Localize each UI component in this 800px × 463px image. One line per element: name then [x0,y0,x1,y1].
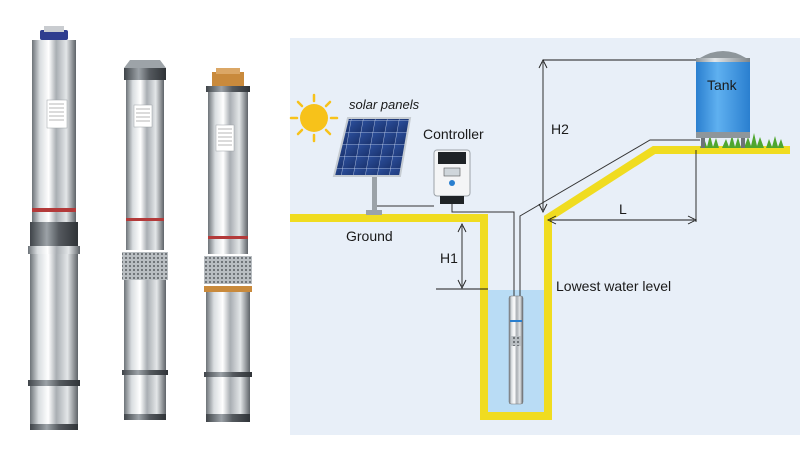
sun-icon [289,93,339,143]
pump-photo-3 [204,68,252,422]
l-label: L [619,201,627,217]
pump-photo-2 [122,60,168,420]
wiring [377,139,700,298]
well-pump [508,295,524,405]
ground-label: Ground [346,228,393,244]
solar-panel: solar panels [332,97,420,215]
product-photos [28,26,252,430]
installation-diagram: Tank solar panels Controlle [289,38,800,435]
controller-label: Controller [423,126,484,142]
h1-label: H1 [440,250,458,266]
h2-label: H2 [551,121,569,137]
tank-label: Tank [707,77,738,93]
lowest-water-level-label: Lowest water level [556,278,671,294]
ground-profile [290,146,790,420]
solar-panels-label: solar panels [349,97,420,112]
tank: Tank [696,51,750,148]
dimensions [436,58,698,290]
controller: Controller [423,126,484,204]
pump-photo-1 [28,26,80,430]
